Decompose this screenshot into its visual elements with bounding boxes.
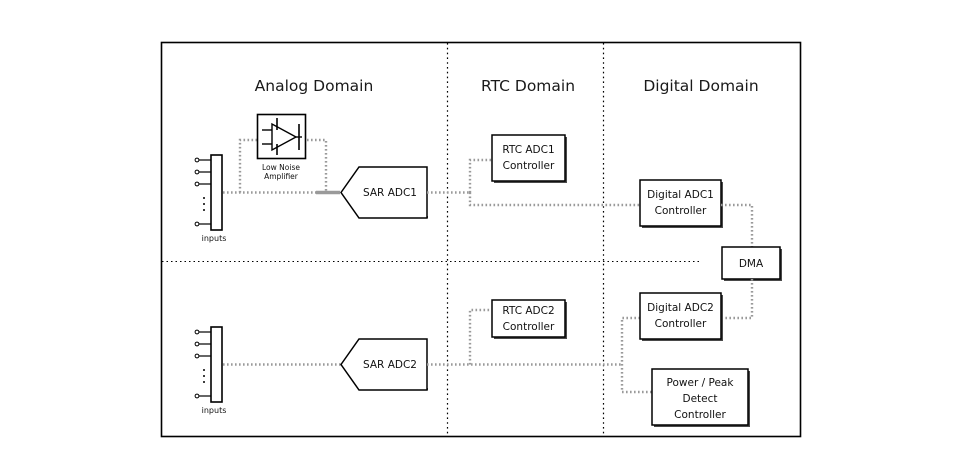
- connector-rtc2-branch: [468, 308, 492, 365]
- ellipsis-dot-icon: [203, 203, 205, 205]
- digital-adc1-label-line1: Digital ADC1: [647, 189, 714, 201]
- rtc-adc2-label-line1: RTC ADC2: [502, 305, 554, 317]
- ellipsis-dot-icon: [203, 209, 205, 211]
- input-terminal-icon: [194, 157, 200, 163]
- low-noise-amplifier[interactable]: Low Noise Amplifier: [256, 113, 307, 182]
- rtc-adc1-label-line2: Controller: [503, 160, 555, 172]
- digital-adc2-box[interactable]: [639, 292, 722, 340]
- digital-adc2-label-line1: Digital ADC2: [647, 302, 714, 314]
- ellipsis-dot-icon: [203, 369, 205, 371]
- digital-adc2-controller[interactable]: Digital ADC2 Controller: [639, 292, 723, 341]
- input-terminal-icon: [194, 181, 200, 187]
- sar-adc2-label: SAR ADC2: [363, 359, 417, 371]
- input-terminal-icon: [194, 393, 200, 399]
- rtc-adc1-controller[interactable]: RTC ADC1 Controller: [491, 134, 567, 183]
- amplifier-triangle-icon: [271, 122, 298, 152]
- sar-adc1-label: SAR ADC1: [363, 187, 417, 199]
- inputs-bottom-label: inputs: [202, 406, 227, 415]
- inputs-top: inputs: [194, 154, 227, 243]
- rtc-adc2-controller[interactable]: RTC ADC2 Controller: [491, 299, 567, 339]
- ellipsis-dot-icon: [203, 197, 205, 199]
- sar-adc2[interactable]: SAR ADC2: [340, 338, 428, 391]
- sar-adc1[interactable]: SAR ADC1: [340, 166, 428, 219]
- lna-label-line1: Low Noise: [262, 163, 300, 172]
- input-terminal-icon: [194, 221, 200, 227]
- input-terminal-icon: [194, 169, 200, 175]
- digital-adc1-label-line2: Controller: [655, 205, 707, 217]
- connector-rtc1-to-bus: [468, 192, 650, 207]
- domain-title-digital: Digital Domain: [643, 77, 758, 95]
- input-terminal-icon: [194, 353, 200, 359]
- power-peak-label-line1: Power / Peak: [667, 377, 735, 389]
- digital-adc1-controller[interactable]: Digital ADC1 Controller: [639, 179, 723, 228]
- rtc-adc2-box[interactable]: [491, 299, 566, 338]
- lna-label-line2: Amplifier: [264, 172, 299, 181]
- rtc-adc1-box[interactable]: [491, 134, 566, 182]
- power-peak-box[interactable]: [651, 368, 749, 426]
- input-terminal-icon: [194, 341, 200, 347]
- inputs-bus-bar-bottom: [210, 326, 223, 403]
- dma-label: DMA: [739, 258, 764, 270]
- inputs-bottom: inputs: [194, 326, 227, 415]
- ellipsis-dot-icon: [203, 381, 205, 383]
- rtc-adc1-label-line1: RTC ADC1: [502, 144, 554, 156]
- power-peak-label-line2: Detect: [682, 393, 717, 405]
- dma-block[interactable]: DMA: [721, 246, 782, 281]
- power-peak-detect-controller[interactable]: Power / Peak Detect Controller: [651, 368, 750, 427]
- connector-dma-to-digital2: [721, 279, 754, 320]
- ellipsis-dot-icon: [203, 375, 205, 377]
- connector-rtc1-branch: [468, 158, 492, 193]
- domain-title-analog: Analog Domain: [255, 77, 374, 95]
- digital-adc2-label-line2: Controller: [655, 318, 707, 330]
- power-peak-label-line3: Controller: [674, 409, 726, 421]
- inputs-bus-bar-top: [210, 154, 223, 231]
- domain-title-rtc: RTC Domain: [481, 77, 575, 95]
- inputs-top-label: inputs: [202, 234, 227, 243]
- rtc-adc2-label-line2: Controller: [503, 321, 555, 333]
- input-terminal-icon: [194, 329, 200, 335]
- digital-adc1-box[interactable]: [639, 179, 722, 227]
- connector-lna-bypass: [238, 138, 263, 193]
- connector-digital2-riser: [620, 316, 652, 394]
